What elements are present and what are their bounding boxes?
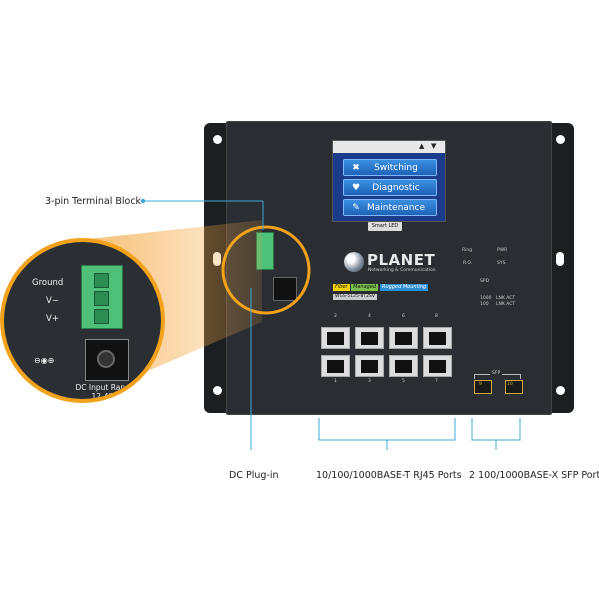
led-lnk-act-label: LNK ACT (496, 296, 516, 301)
rj45-port-2[interactable] (321, 327, 350, 349)
sfp-port-number: 10 (507, 382, 513, 387)
mount-hole-icon (213, 135, 222, 144)
led-lnk-act-label-2: LNK ACT (496, 302, 516, 307)
feature-tag-managed: Managed (351, 284, 379, 291)
switching-icon: ✖ (352, 162, 360, 173)
zoom-dc-jack (85, 339, 129, 381)
lcd-screen: ▲ ▼ ✖ Switching ♥ Diagnostic ✎ Maintenan… (332, 140, 446, 222)
brand-name: PLANET (367, 251, 436, 269)
port-number: 3 (368, 379, 371, 384)
zoom-dc-range-label: DC Input Range 12-48V (75, 383, 135, 401)
sfp-port-number: 9 (479, 382, 482, 387)
sfp-port-9[interactable] (474, 380, 492, 394)
port-number: 1 (334, 379, 337, 384)
feature-tag-fiber: Fiber (333, 284, 350, 291)
zoom-screw-icon (94, 273, 109, 288)
led-sys-label: SYS (497, 261, 506, 266)
arrow-up-icon[interactable]: ▲ (419, 142, 425, 150)
smart-led-label: Smart LED (368, 222, 402, 231)
feature-tag-rugged: Rugged Mounting (380, 284, 429, 291)
rj45-port-6[interactable] (389, 327, 418, 349)
zoom-screw-icon (94, 309, 109, 324)
sfp-label: SFP (490, 371, 503, 376)
brand-tagline: Networking & Communication (368, 268, 436, 273)
arrow-down-icon[interactable]: ▼ (431, 142, 437, 150)
port-number: 8 (435, 314, 438, 319)
rj45-port-grid: 2 4 6 8 1 3 5 7 (318, 314, 458, 385)
sfp-port-10[interactable] (505, 380, 523, 394)
led-ring-label: Ring (462, 248, 473, 253)
callout-dc-plug: DC Plug-in (229, 470, 279, 481)
zoom-vminus-label: V− (46, 296, 59, 306)
callout-sfp-ports: 2 100/1000BASE-X SFP Ports (469, 470, 599, 481)
port-number: 2 (334, 314, 337, 319)
port-number: 7 (435, 379, 438, 384)
mount-hole-icon (556, 135, 565, 144)
port-number: 4 (368, 314, 371, 319)
rj45-port-3[interactable] (355, 355, 384, 377)
mount-hole-icon (213, 386, 222, 395)
heartbeat-icon: ♥ (351, 182, 361, 193)
wrench-icon: ✎ (352, 202, 360, 213)
rj45-port-7[interactable] (423, 355, 452, 377)
zoom-vplus-label: V+ (46, 314, 59, 324)
led-pwr-label: PWR (497, 248, 508, 253)
lcd-menu-diagnostic[interactable]: ♥ Diagnostic (343, 179, 437, 196)
callout-terminal-block: 3-pin Terminal Block (45, 196, 142, 207)
mount-hole-icon (556, 252, 564, 266)
rj45-port-5[interactable] (389, 355, 418, 377)
callout-rj45-ports: 10/100/1000BASE-T RJ45 Ports (316, 470, 462, 481)
mount-hole-icon (556, 386, 565, 395)
zoom-circle: Ground V− V+ ⊖◉⊕ DC Input Range 12-48V (0, 238, 165, 403)
led-1000-label: 1000 (480, 296, 492, 301)
zoom-ground-label: Ground (32, 278, 64, 288)
rj45-port-1[interactable] (321, 355, 350, 377)
lcd-menu-switching[interactable]: ✖ Switching (343, 159, 437, 176)
led-spd-label: SPD (480, 279, 490, 284)
dc-jack-hole-icon (97, 350, 115, 368)
lcd-menu-maintenance[interactable]: ✎ Maintenance (343, 199, 437, 216)
rj45-port-8[interactable] (423, 327, 452, 349)
planet-logo-icon (344, 252, 364, 272)
model-number: WGS-5125-8T2SV (333, 294, 377, 300)
lcd-top-bar: ▲ ▼ (333, 141, 445, 153)
port-number: 6 (402, 314, 405, 319)
dc-polarity-icon: ⊖◉⊕ (34, 356, 55, 365)
led-ro-label: R.O. (463, 261, 473, 266)
rj45-port-4[interactable] (355, 327, 384, 349)
port-number: 5 (402, 379, 405, 384)
led-100-label: 100 (480, 302, 489, 307)
device-dc-jack (273, 277, 297, 301)
zoom-screw-icon (94, 291, 109, 306)
